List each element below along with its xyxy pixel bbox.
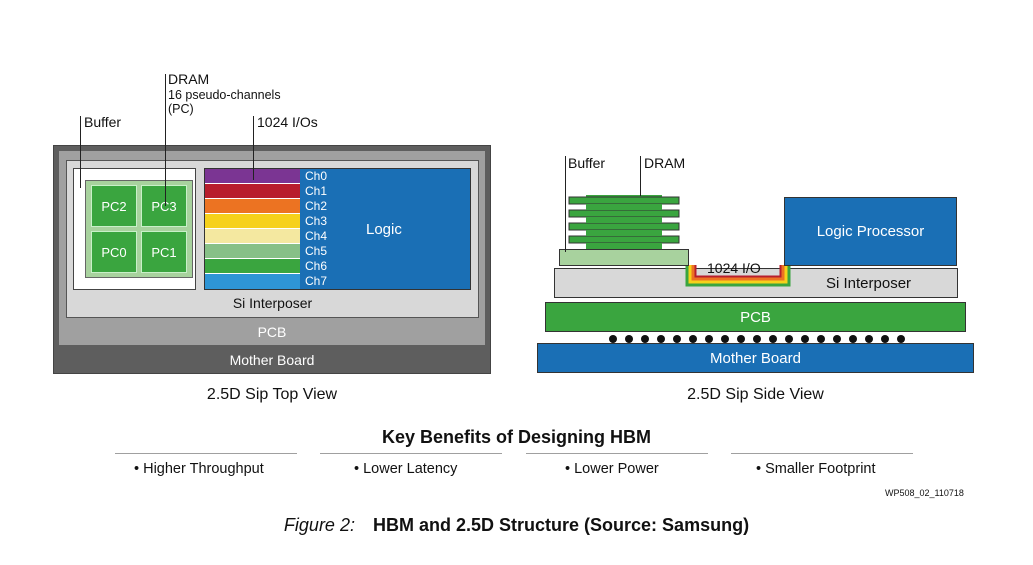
- benefit-item-throughput: • Higher Throughput: [134, 461, 264, 477]
- side-logic-processor-label: Logic Processor: [816, 223, 925, 240]
- side-buffer: [559, 249, 689, 266]
- pseudo-channels-label: 16 pseudo-channels: [168, 88, 281, 102]
- side-buffer-leader-line: [565, 156, 566, 252]
- channel-label-0: Ch0: [305, 169, 328, 183]
- pc1-block: PC1: [141, 231, 187, 273]
- benefit-item-footprint: • Smaller Footprint: [756, 461, 876, 477]
- benefit-rule-1: [115, 453, 297, 454]
- top-view-caption: 2.5D Sip Top View: [206, 386, 338, 403]
- io-trace: [685, 265, 791, 287]
- benefits-title: Key Benefits of Designing HBM: [381, 427, 652, 447]
- side-pcb: PCB: [545, 302, 966, 332]
- channel-label-3: Ch3: [305, 214, 328, 228]
- top-buffer-label: Buffer: [84, 114, 122, 130]
- channel-stripe-3: [205, 214, 300, 229]
- side-dram-stack: [568, 195, 680, 249]
- side-io-label: 1024 I/O: [707, 260, 761, 276]
- figure-caption-label: Figure 2:: [283, 515, 355, 535]
- channel-label-5: Ch5: [305, 244, 328, 258]
- benefit-item-latency: • Lower Latency: [354, 461, 458, 477]
- top-si-interposer-label: Si Interposer: [232, 294, 313, 311]
- side-si-interposer-label: Si Interposer: [826, 275, 912, 292]
- side-logic-processor: Logic Processor: [784, 197, 957, 266]
- benefit-rule-2: [320, 453, 502, 454]
- pc-abbrev-label: (PC): [168, 102, 194, 116]
- side-view-caption: 2.5D Sip Side View: [687, 386, 824, 403]
- figure-caption: Figure 2: HBM and 2.5D Structure (Source…: [0, 513, 1033, 537]
- channel-stripe-1: [205, 184, 300, 199]
- side-dram-label: DRAM: [644, 155, 686, 171]
- top-dram-label: DRAM: [168, 71, 210, 87]
- channel-stripe-5: [205, 244, 300, 259]
- dram-leader-line: [165, 74, 166, 206]
- top-ios-label: 1024 I/Os: [257, 114, 318, 130]
- figure-id: WP508_02_110718: [885, 488, 964, 498]
- side-pcb-label: PCB: [740, 308, 771, 326]
- side-mother-board-label: Mother Board: [710, 349, 801, 367]
- top-logic-label: Logic: [366, 221, 402, 238]
- buffer-leader-line: [80, 116, 81, 188]
- channel-stripe-6: [205, 259, 300, 274]
- side-mother-board: Mother Board: [537, 343, 974, 373]
- channel-label-4: Ch4: [305, 229, 328, 243]
- benefit-rule-3: [526, 453, 708, 454]
- pc3-block: PC3: [141, 185, 187, 227]
- channel-label-1: Ch1: [305, 184, 328, 198]
- channel-stripe-0: [205, 169, 300, 184]
- pc0-block: PC0: [91, 231, 137, 273]
- benefit-item-power: • Lower Power: [565, 461, 659, 477]
- channel-label-2: Ch2: [305, 199, 328, 213]
- channel-stripe-2: [205, 199, 300, 214]
- top-pcb-label: PCB: [257, 323, 287, 340]
- solder-balls: [609, 335, 905, 343]
- side-dram-leader-line: [640, 156, 641, 196]
- benefit-rule-4: [731, 453, 913, 454]
- channel-label-6: Ch6: [305, 259, 328, 273]
- figure-caption-text: HBM and 2.5D Structure (Source: Samsung): [373, 515, 750, 535]
- channel-stripe-7: [205, 274, 300, 289]
- ios-leader-line: [253, 116, 254, 180]
- channel-label-7: Ch7: [305, 274, 328, 288]
- pc2-block: PC2: [91, 185, 137, 227]
- top-mother-board-label: Mother Board: [229, 351, 315, 368]
- channel-stripe-4: [205, 229, 300, 244]
- side-buffer-label: Buffer: [568, 155, 606, 171]
